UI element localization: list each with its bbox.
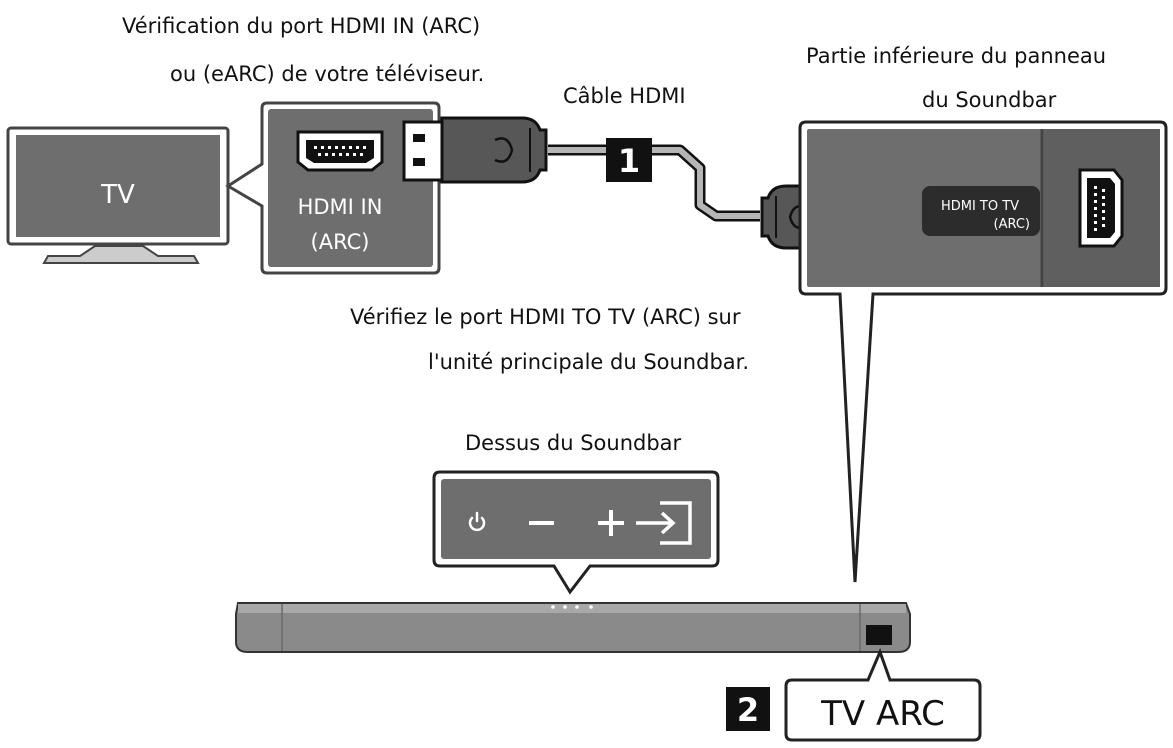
tv-port-label-line2: (ARC) [311, 230, 370, 254]
soundbar-bottom-line2: du Soundbar [922, 88, 1057, 112]
soundbar-port-label-line2: (ARC) [994, 217, 1031, 232]
tv-port-check-line2: ou (eARC) de votre téléviseur. [170, 62, 485, 86]
soundbar-panel-callout: HDMI TO TV (ARC) [798, 120, 1168, 583]
tv-arc-indicator-callout: TV ARC 2 [726, 647, 982, 742]
step-1-number: 1 [618, 142, 640, 180]
soundbar-bottom-line1: Partie inférieure du panneau [806, 44, 1107, 68]
soundbar-top-label: Dessus du Soundbar [465, 431, 682, 455]
tv-port-callout: HDMI IN (ARC) [225, 101, 441, 275]
step-2-marker: 2 [726, 687, 770, 731]
tv-label: TV [100, 180, 135, 210]
tv-arc-led-indicator [866, 625, 892, 645]
hdmi-plug-left-icon [402, 116, 548, 184]
power-icon [468, 511, 486, 532]
tv-illustration: TV [6, 126, 230, 264]
tv-port-check-line1: Vérification du port HDMI IN (ARC) [122, 14, 481, 38]
soundbar-port-check-line2: l'unité principale du Soundbar. [428, 350, 750, 374]
soundbar-port-check-line1: Vérifiez le port HDMI TO TV (ARC) sur [350, 305, 741, 329]
cable-label: Câble HDMI [563, 84, 686, 108]
soundbar-port-label-line1: HDMI TO TV [941, 199, 1019, 214]
tv-port-label-line1: HDMI IN [298, 195, 383, 219]
soundbar-illustration [235, 602, 911, 653]
source-icon [636, 501, 692, 545]
step-2-number: 2 [737, 691, 759, 729]
tv-arc-label: TV ARC [820, 694, 945, 734]
hdmi-to-tv-port-icon [1078, 168, 1124, 248]
top-panel-callout [432, 470, 720, 595]
plus-icon [598, 510, 624, 536]
step-1-marker: 1 [606, 138, 652, 182]
